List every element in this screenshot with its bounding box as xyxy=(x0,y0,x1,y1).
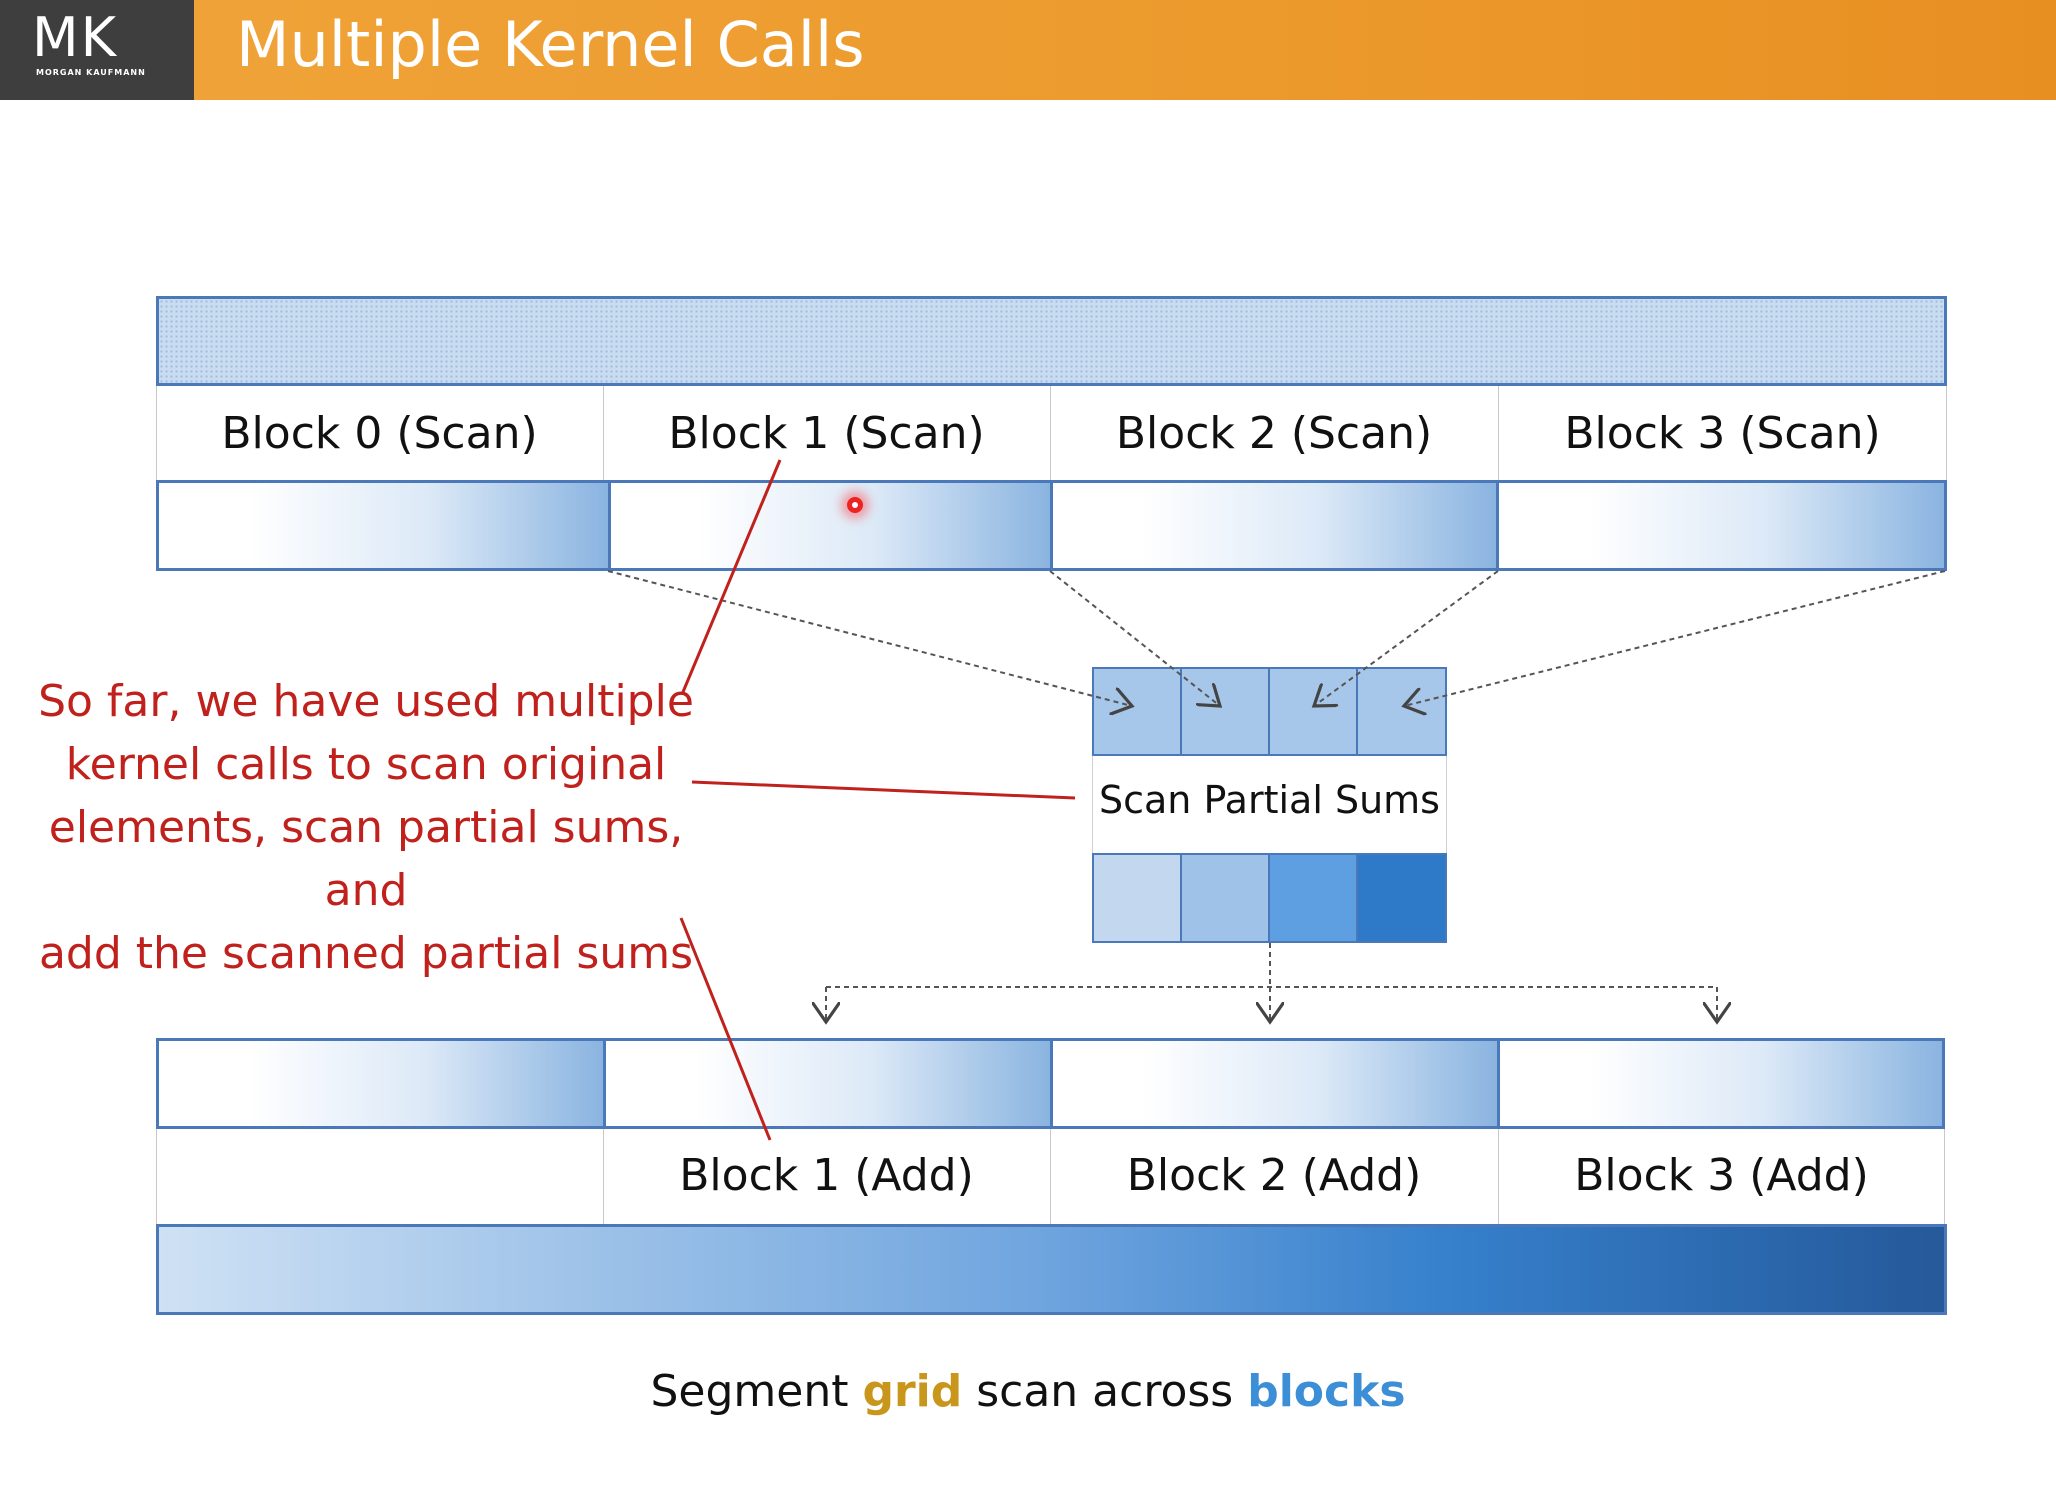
annotation-pointer xyxy=(679,917,772,1141)
dashed-arrow xyxy=(1404,570,1946,706)
block-0-scan-label: Block 0 (Scan) xyxy=(221,408,538,459)
input-array-bar xyxy=(156,296,1947,386)
logo-subtext: MORGAN KAUFMANN xyxy=(36,68,146,77)
add-block-2-segment xyxy=(1053,1041,1500,1126)
block-2-add-label: Block 2 (Add) xyxy=(1126,1150,1422,1201)
laser-pointer-icon xyxy=(847,497,863,513)
annotation-line: add the scanned partial sums xyxy=(38,928,694,979)
annotation-line: kernel calls to scan original xyxy=(65,739,667,790)
slide-title: Multiple Kernel Calls xyxy=(236,8,865,81)
annotation-pointer xyxy=(691,780,1076,800)
add-block-1-segment xyxy=(606,1041,1053,1126)
scanned-partial-sum-3 xyxy=(1356,853,1447,943)
partial-sum-cell xyxy=(1180,667,1270,756)
partial-sums-label-box xyxy=(1092,756,1447,854)
publisher-logo: MK MORGAN KAUFMANN xyxy=(0,0,194,100)
logo-mark: MK xyxy=(32,6,119,69)
scanned-block-0 xyxy=(159,483,611,568)
caption-grid-word: grid xyxy=(862,1366,963,1417)
scanned-block-3 xyxy=(1499,483,1944,568)
scan-divider xyxy=(1050,386,1051,482)
scan-divider xyxy=(1498,386,1499,482)
dashed-arrow xyxy=(1049,570,1220,706)
scan-label-row xyxy=(156,386,1947,482)
diagram-caption: Segment grid scan across blocks xyxy=(0,1366,2056,1417)
scanned-partial-sum-1 xyxy=(1180,853,1270,943)
scan-divider xyxy=(603,386,604,482)
annotation-text: So far, we have used multiple kernel cal… xyxy=(6,670,726,985)
final-output-bar xyxy=(156,1224,1947,1315)
caption-part: scan across xyxy=(962,1366,1248,1417)
block-3-add-label: Block 3 (Add) xyxy=(1574,1150,1869,1201)
annotation-line: elements, scan partial sums, and xyxy=(48,802,684,916)
title-bar: MK MORGAN KAUFMANN Multiple Kernel Calls xyxy=(0,0,2056,100)
scanned-block-1 xyxy=(611,483,1053,568)
add-block-0-segment xyxy=(159,1041,606,1126)
annotation-pointer xyxy=(681,459,782,693)
add-block-3-segment xyxy=(1500,1041,1942,1126)
annotation-line: So far, we have used multiple xyxy=(38,676,694,727)
caption-part: Segment xyxy=(650,1366,863,1417)
dashed-arrow xyxy=(607,570,1132,706)
partial-sum-cell xyxy=(1092,667,1182,756)
scanned-block-2 xyxy=(1053,483,1499,568)
caption-blocks-word: blocks xyxy=(1247,1366,1406,1417)
add-label-row xyxy=(156,1129,1945,1225)
add-input-bar xyxy=(156,1038,1945,1129)
block-1-scan-label: Block 1 (Scan) xyxy=(668,408,985,459)
scanned-blocks-bar xyxy=(156,480,1947,571)
block-1-add-label: Block 1 (Add) xyxy=(679,1150,974,1201)
add-divider xyxy=(1498,1129,1499,1225)
add-divider xyxy=(603,1129,604,1225)
scanned-partial-sum-0 xyxy=(1092,853,1182,943)
block-3-scan-label: Block 3 (Scan) xyxy=(1564,408,1881,459)
add-divider xyxy=(1050,1129,1051,1225)
block-2-scan-label: Block 2 (Scan) xyxy=(1115,408,1433,459)
scanned-partial-sum-2 xyxy=(1268,853,1358,943)
dashed-arrow xyxy=(1314,570,1499,706)
partial-sums-label: Scan Partial Sums xyxy=(1099,778,1440,822)
